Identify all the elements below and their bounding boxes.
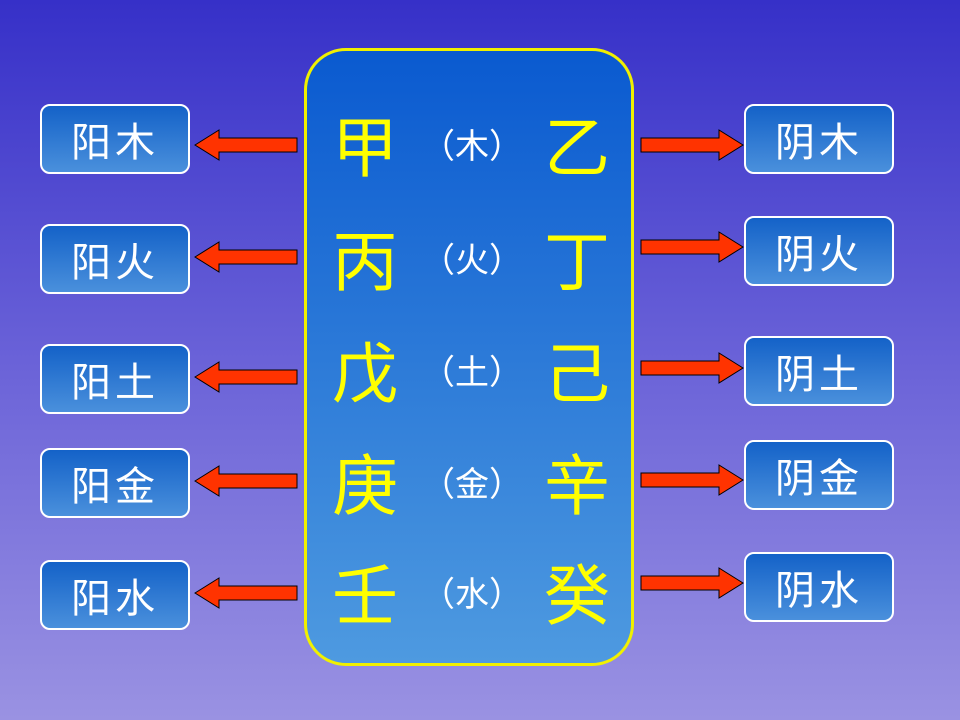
- stem-row: 甲 （木） 乙: [307, 103, 631, 187]
- left-arrow-icon: [194, 129, 298, 161]
- yin-earth-box: 阴土: [744, 336, 894, 406]
- yang-stem: 戊: [332, 336, 398, 413]
- yang-fire-box: 阳火: [40, 224, 190, 294]
- yin-stem: 辛: [544, 448, 610, 525]
- element-label: （火）: [421, 240, 523, 281]
- stem-row: 戊 （土） 己: [307, 329, 631, 413]
- stem-row: 壬 （水） 癸: [307, 551, 631, 635]
- left-arrow-icon: [194, 361, 298, 393]
- element-label: （金）: [421, 464, 523, 505]
- stem-row: 丙 （火） 丁: [307, 217, 631, 301]
- yang-metal-box: 阳金: [40, 448, 190, 518]
- yang-stem: 庚: [332, 448, 398, 525]
- yang-stem: 壬: [332, 558, 398, 635]
- yin-fire-box: 阴火: [744, 216, 894, 286]
- stem-row: 庚 （金） 辛: [307, 441, 631, 525]
- yin-stem: 己: [544, 336, 610, 413]
- right-arrow-icon: [640, 464, 744, 496]
- right-arrow-icon: [640, 231, 744, 263]
- right-arrow-icon: [640, 129, 744, 161]
- element-label: （水）: [421, 574, 523, 615]
- left-arrow-icon: [194, 577, 298, 609]
- yang-stem: 丙: [332, 224, 398, 301]
- element-label: （木）: [421, 126, 523, 167]
- yin-stem: 丁: [544, 224, 610, 301]
- element-label: （土）: [421, 352, 523, 393]
- yin-metal-box: 阴金: [744, 440, 894, 510]
- yang-water-box: 阳水: [40, 560, 190, 630]
- yang-wood-box: 阳木: [40, 104, 190, 174]
- yin-stem: 癸: [544, 558, 610, 635]
- left-arrow-icon: [194, 241, 298, 273]
- left-arrow-icon: [194, 465, 298, 497]
- yin-stem: 乙: [544, 110, 610, 187]
- yang-earth-box: 阳土: [40, 344, 190, 414]
- heavenly-stems-panel: 甲 （木） 乙 丙 （火） 丁 戊 （土） 己 庚 （金） 辛 壬 （水） 癸: [304, 48, 634, 666]
- yin-wood-box: 阴木: [744, 104, 894, 174]
- yang-stem: 甲: [332, 110, 398, 187]
- yin-water-box: 阴水: [744, 552, 894, 622]
- right-arrow-icon: [640, 567, 744, 599]
- right-arrow-icon: [640, 352, 744, 384]
